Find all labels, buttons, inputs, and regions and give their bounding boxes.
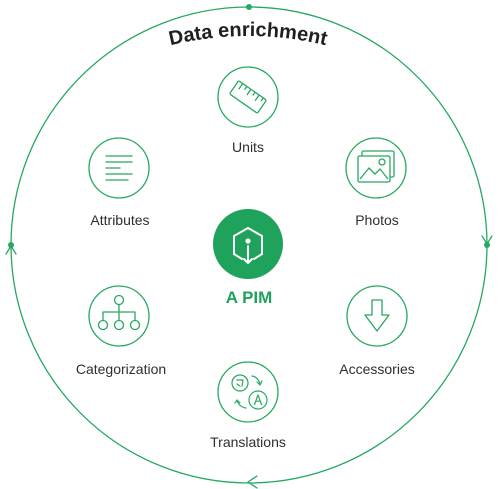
node-translations-label: Translations xyxy=(210,434,286,450)
image-icon xyxy=(357,150,395,183)
ring-arrow-left-icon xyxy=(5,245,17,255)
ring-dot-right xyxy=(484,242,490,248)
node-translations: Translations xyxy=(210,361,286,450)
center-badge xyxy=(213,209,283,279)
ring-arrow-bottom-icon xyxy=(247,475,258,489)
list-lines-icon xyxy=(105,155,133,181)
node-accessories-label: Accessories xyxy=(339,361,414,377)
pim-cube-icon xyxy=(233,227,263,264)
diagram-title: Data enrichment xyxy=(167,19,330,50)
node-photos: Photos xyxy=(345,137,407,228)
node-attributes: Attributes xyxy=(88,137,150,228)
node-accessories: Accessories xyxy=(339,285,415,377)
node-categorization-ring xyxy=(88,285,150,347)
node-attributes-label: Attributes xyxy=(90,212,149,228)
node-attributes-ring xyxy=(88,137,150,199)
hierarchy-icon xyxy=(97,294,141,331)
node-units-ring xyxy=(217,66,279,128)
node-units: Units xyxy=(217,66,279,155)
center-node: A PIM xyxy=(213,209,283,307)
node-translations-ring xyxy=(217,361,279,423)
ring-dot-left xyxy=(8,242,14,248)
node-accessories-ring xyxy=(346,285,408,347)
ruler-icon xyxy=(229,80,267,114)
node-photos-ring xyxy=(345,137,407,199)
node-categorization: Categorization xyxy=(76,285,166,377)
node-photos-label: Photos xyxy=(355,212,399,228)
ring-arrow-right-icon xyxy=(481,235,493,245)
node-units-label: Units xyxy=(232,139,264,155)
ring-dot-top xyxy=(246,4,252,10)
node-categorization-label: Categorization xyxy=(76,361,166,377)
download-arrow-icon xyxy=(364,299,390,332)
translate-icon xyxy=(231,374,268,410)
center-label: A PIM xyxy=(226,288,273,307)
